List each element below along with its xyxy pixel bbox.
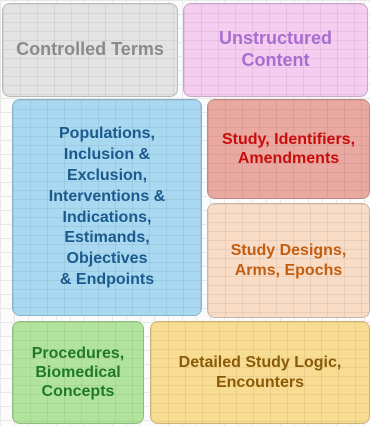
unstructured-content-label: Unstructured Content [218, 28, 332, 70]
study-identifiers-label: Study, Identifiers, Amendments [221, 130, 356, 167]
procedures-label: Procedures, Biomedical Concepts [31, 344, 125, 401]
study-logic-label: Detailed Study Logic, Encounters [178, 354, 342, 391]
study-logic-box: Detailed Study Logic, Encounters [150, 321, 370, 424]
study-designs-label: Study Designs, Arms, Epochs [230, 242, 347, 279]
study-identifiers-box: Study, Identifiers, Amendments [207, 99, 370, 199]
controlled-terms-box: Controlled Terms [2, 3, 178, 97]
populations-box: Populations, Inclusion & Exclusion, Inte… [12, 99, 202, 316]
procedures-box: Procedures, Biomedical Concepts [12, 321, 144, 424]
unstructured-content-box: Unstructured Content [183, 3, 368, 97]
populations-label: Populations, Inclusion & Exclusion, Inte… [48, 125, 166, 288]
controlled-terms-label: Controlled Terms [16, 39, 164, 60]
study-designs-box: Study Designs, Arms, Epochs [207, 203, 370, 318]
